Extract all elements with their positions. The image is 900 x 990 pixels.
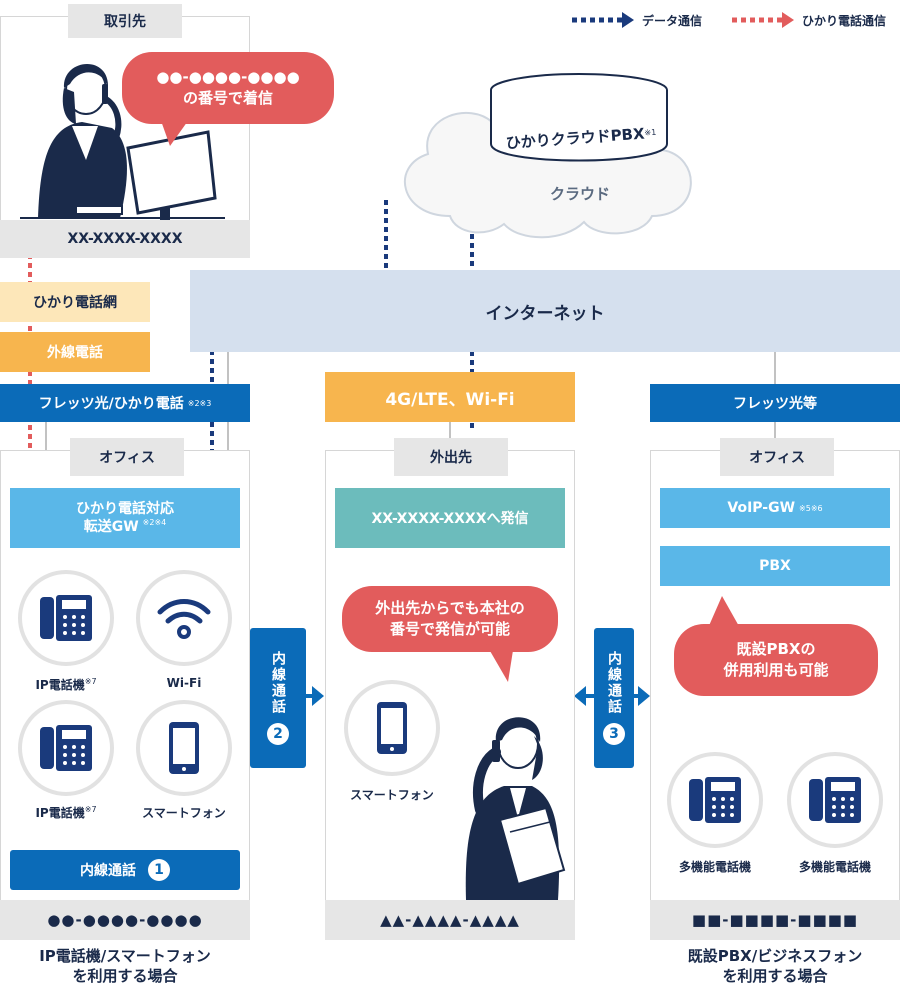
business-phone-icon	[689, 777, 741, 823]
ip-phone-label-1: IP電話機※7	[35, 677, 97, 692]
cloud-label: クラウド	[549, 184, 610, 203]
smartphone-circle-left[interactable]	[136, 700, 232, 796]
flets-etc-bar: フレッツ光等	[650, 384, 900, 422]
business-phone-label-1: 多機能電話機	[678, 860, 751, 874]
partner-bubble-line1: ●●-●●●●-●●●●	[156, 68, 300, 86]
operator-woman-icon	[20, 63, 225, 220]
partner-number: XX-XXXX-XXXX	[0, 220, 250, 258]
business-phone-circle-2[interactable]	[787, 752, 883, 848]
data-line-legend-icon	[572, 12, 634, 28]
middle-number: ▲▲-▲▲▲▲-▲▲▲▲	[325, 900, 575, 940]
ip-phone-icon	[40, 725, 92, 771]
right-office-title: オフィス	[720, 438, 834, 476]
smartphone-icon	[377, 702, 407, 754]
transfer-gw-box: ひかり電話対応 転送GW※2※4	[10, 488, 240, 548]
business-phone-icon	[809, 777, 861, 823]
middle-bubble-tail-icon	[486, 644, 514, 682]
smartphone-icon	[169, 722, 199, 774]
smartphone-label-left: スマートフォン	[142, 806, 226, 820]
ip-phone-label-2: IP電話機※7	[35, 805, 97, 820]
right-caption: 既設PBX/ビジネスフォン を利用する場合	[687, 947, 863, 986]
hikari-network-bar: ひかり電話網	[0, 282, 150, 322]
ip-phone-circle-1[interactable]	[18, 570, 114, 666]
partner-title: 取引先	[68, 4, 182, 38]
external-call-bar: 外線電話	[0, 332, 150, 372]
middle-place-title: 外出先	[394, 438, 508, 476]
database-cylinder-icon	[490, 73, 668, 162]
smartphone-label-middle: スマートフォン	[350, 788, 434, 802]
call-out-box: XX-XXXX-XXXXへ発信	[335, 488, 565, 548]
legend: データ通信 ひかり電話通信	[570, 10, 900, 30]
partner-bubble-tail-icon	[160, 118, 190, 146]
internal-call-bar-1[interactable]: 内線通話 1	[10, 850, 240, 890]
internal-call-badge-2[interactable]: 内線通話 2	[250, 628, 306, 768]
wifi-icon	[157, 599, 211, 639]
data-line-legend-label: データ通信	[642, 14, 703, 28]
wifi-circle[interactable]	[136, 570, 232, 666]
number-1-icon: 1	[148, 859, 170, 881]
internet-bar: インターネット	[190, 270, 900, 352]
left-caption: IP電話機/スマートフォン を利用する場合	[39, 947, 211, 986]
voip-gw-box: VoIP-GW※5※6	[660, 488, 890, 528]
smartphone-circle-middle[interactable]	[344, 680, 440, 776]
business-phone-label-2: 多機能電話機	[798, 860, 871, 874]
businesswoman-icon	[465, 717, 566, 900]
right-bubble: 既設PBXの 併用利用も可能	[674, 624, 878, 696]
number-3-icon: 3	[603, 723, 625, 745]
wifi-label: Wi-Fi	[166, 676, 202, 690]
ip-phone-circle-2[interactable]	[18, 700, 114, 796]
hikari-line-legend-icon	[732, 12, 794, 28]
ip-phone-icon	[40, 595, 92, 641]
pbx-box: PBX	[660, 546, 890, 586]
flets-hikari-bar: フレッツ光/ひかり電話※2※3	[0, 384, 250, 422]
middle-bubble: 外出先からでも本社の 番号で発信が可能	[342, 586, 558, 652]
internal-call-badge-3[interactable]: 内線通話 3	[594, 628, 634, 768]
business-phone-circle-1[interactable]	[667, 752, 763, 848]
left-office-title: オフィス	[70, 438, 184, 476]
number-2-icon: 2	[267, 723, 289, 745]
hikari-line-legend-label: ひかり電話通信	[802, 14, 887, 28]
left-office-number: ●●-●●●●-●●●●	[0, 900, 250, 940]
mobile-network-bar: 4G/LTE、Wi-Fi	[325, 372, 575, 422]
partner-incoming-bubble: ●●-●●●●-●●●● の番号で着信	[122, 52, 334, 124]
partner-bubble-line2: の番号で着信	[182, 89, 273, 107]
right-bubble-tail-icon	[708, 596, 740, 628]
right-office-number: ■■-■■■■-■■■■	[650, 900, 900, 940]
